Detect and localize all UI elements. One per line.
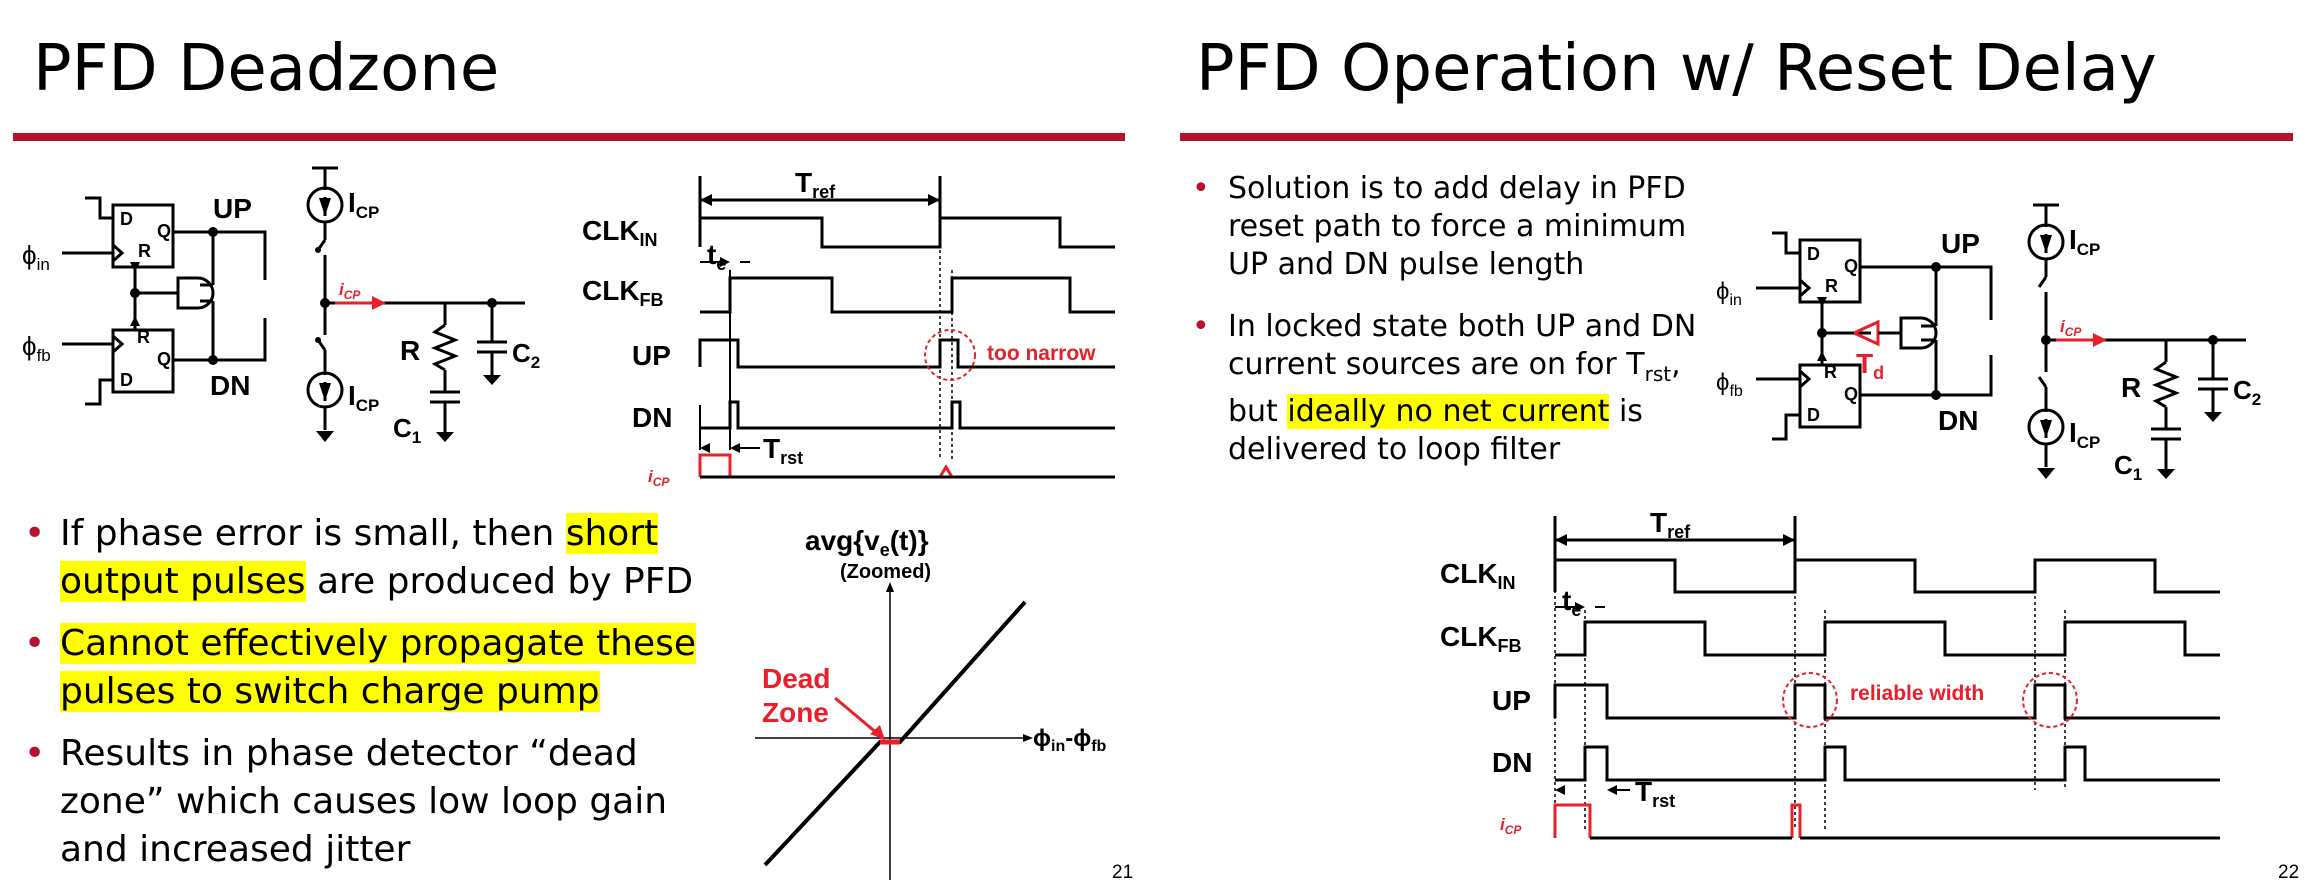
td-delay-label: Td xyxy=(1856,348,1884,383)
svg-text:R: R xyxy=(2121,372,2141,403)
page-number: 22 xyxy=(2278,862,2300,883)
svg-text:ϕfb: ϕfb xyxy=(1716,369,1743,400)
slide-21: PFD Deadzone xyxy=(0,0,1140,893)
svg-text:C1: C1 xyxy=(393,413,421,447)
title-rule xyxy=(1180,133,2293,141)
svg-text:Zone: Zone xyxy=(762,697,829,728)
svg-text:R: R xyxy=(1825,276,1838,296)
svg-text:ICP: ICP xyxy=(348,187,379,222)
svg-text:CLKFB: CLKFB xyxy=(582,275,664,310)
svg-text:Trst: Trst xyxy=(763,433,803,468)
svg-text:iCP: iCP xyxy=(1500,815,1522,837)
reliable-width-label: reliable width xyxy=(1850,682,1984,705)
slide-22: PFD Operation w/ Reset Delay •Solution i… xyxy=(1170,0,2316,893)
svg-text:Dead: Dead xyxy=(762,663,830,694)
svg-text:R: R xyxy=(137,327,150,347)
bullet-list: •Solution is to add delay in PFD reset p… xyxy=(1188,170,1718,469)
svg-text:D: D xyxy=(120,209,133,229)
up-signal-label: UP xyxy=(1941,228,1980,259)
svg-text:iCP: iCP xyxy=(648,467,670,489)
page-number: 21 xyxy=(1112,862,1134,883)
svg-text:R: R xyxy=(1824,362,1837,382)
svg-text:R: R xyxy=(138,241,151,261)
svg-text:iCP: iCP xyxy=(2060,317,2082,339)
svg-text:iCP: iCP xyxy=(339,280,361,302)
svg-text:ϕin-ϕfb: ϕin-ϕfb xyxy=(1033,725,1107,755)
bullet-item: •Solution is to add delay in PFD reset p… xyxy=(1192,171,1687,282)
svg-text:Q: Q xyxy=(1844,384,1858,404)
svg-text:D: D xyxy=(120,370,133,390)
svg-text:Tref: Tref xyxy=(1650,507,1691,542)
svg-text:ICP: ICP xyxy=(2069,224,2100,259)
svg-text:R: R xyxy=(400,335,420,366)
bullet-list: •If phase error is small, then short out… xyxy=(20,510,720,874)
svg-text:avg{ve(t)}: avg{ve(t)} xyxy=(805,525,929,560)
svg-text:DN: DN xyxy=(1492,747,1532,778)
svg-text:D: D xyxy=(1807,244,1820,264)
svg-text:CLKIN: CLKIN xyxy=(582,215,658,250)
svg-text:Q: Q xyxy=(157,221,171,241)
title-rule xyxy=(13,133,1125,141)
bullet-item: •Cannot effectively propagate these puls… xyxy=(24,623,697,712)
up-signal-label: UP xyxy=(213,193,252,224)
svg-text:C1: C1 xyxy=(2114,450,2142,484)
svg-text:CLKIN: CLKIN xyxy=(1440,558,1516,593)
svg-text:Tref: Tref xyxy=(795,167,836,202)
svg-text:CLKFB: CLKFB xyxy=(1440,621,1522,656)
timing-diagram-reset-delay: Tref te CLKIN CLKFB UP DN Trst iCP relia… xyxy=(1440,507,2220,840)
svg-text:ICP: ICP xyxy=(348,380,379,415)
svg-text:ϕin: ϕin xyxy=(1716,278,1742,309)
pfd-reset-delay-schematic: D Q R R Q D UP DN R ϕin ϕfb Td ICP ICP i… xyxy=(1716,203,2261,484)
svg-text:C2: C2 xyxy=(512,338,540,372)
slide-title: PFD Deadzone xyxy=(33,32,500,106)
dn-signal-label: DN xyxy=(1938,405,1978,436)
svg-text:D: D xyxy=(1807,405,1820,425)
svg-text:te: te xyxy=(1562,585,1581,620)
bullet-item: •Results in phase detector “dead zone” w… xyxy=(24,733,668,870)
svg-text:Q: Q xyxy=(1844,256,1858,276)
too-narrow-label: too narrow xyxy=(987,342,1096,365)
pfd-charge-pump-schematic: D Q R R Q D UP DN R ϕin ϕfb ICP ICP iCP … xyxy=(22,166,540,447)
phi-in-label: ϕin xyxy=(22,240,50,274)
bullet-item: •If phase error is small, then short out… xyxy=(24,513,694,602)
svg-text:DN: DN xyxy=(632,402,672,433)
svg-text:C2: C2 xyxy=(2233,375,2261,409)
svg-text:UP: UP xyxy=(1492,685,1531,716)
svg-text:UP: UP xyxy=(632,340,671,371)
bullet-item: •In locked state both UP and DN current … xyxy=(1192,309,1697,467)
svg-text:te: te xyxy=(707,239,726,274)
timing-diagram-deadzone: Tref te CLKIN CLKFB UP DN Trst iCP too n… xyxy=(582,167,1115,489)
svg-text:Trst: Trst xyxy=(1635,776,1675,811)
phi-fb-label: ϕfb xyxy=(22,331,51,365)
dn-signal-label: DN xyxy=(210,370,250,401)
svg-text:ICP: ICP xyxy=(2069,417,2100,452)
svg-text:Q: Q xyxy=(157,349,171,369)
deadzone-transfer-plot: avg{ve(t)} (Zoomed) Dead Zone ϕin-ϕfb xyxy=(755,525,1107,880)
svg-text:(Zoomed): (Zoomed) xyxy=(840,561,931,583)
slide-title: PFD Operation w/ Reset Delay xyxy=(1196,32,2157,106)
